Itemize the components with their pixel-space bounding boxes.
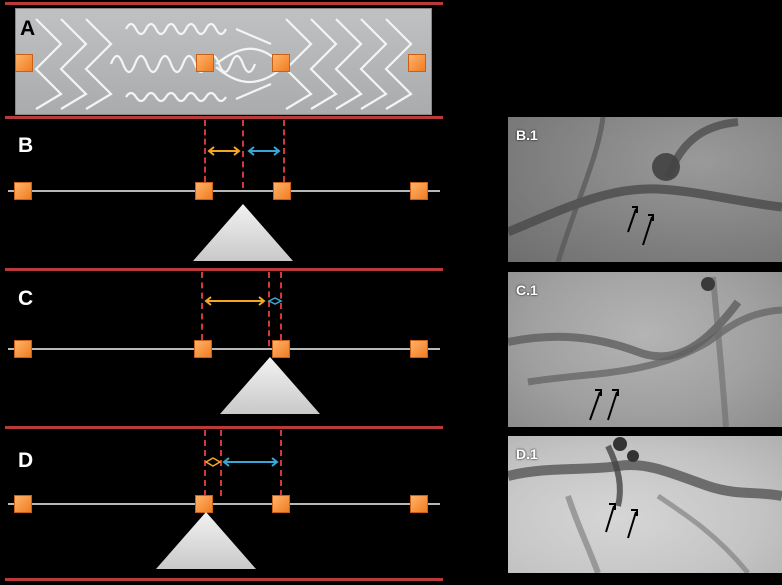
dashed-line-c-1 [201,272,203,340]
separator-c-d [5,426,443,429]
dashed-line-c-3 [280,272,282,340]
marker-d-3 [272,495,290,513]
separator-b-c [5,268,443,271]
angiogram-b1: B.1 [508,117,782,262]
rail-d [8,503,440,505]
dashed-line-b-3 [283,120,285,182]
photo-b1-label: B.1 [516,127,538,143]
marker-b-4 [410,182,428,200]
dashed-line-d-2 [220,430,222,496]
marker-d-4 [410,495,428,513]
branch-triangle-d [156,512,256,569]
dashed-line-b-2 [242,120,244,188]
marker-c-3 [272,340,290,358]
photo-c1-label: C.1 [516,282,538,298]
dashed-line-c-2 [268,272,270,346]
angiogram-d1: D.1 [508,436,782,573]
angiogram-c1: C.1 [508,272,782,427]
separator-a-b [5,116,443,119]
dashed-line-d-1 [204,430,206,496]
vessel-drawing-c1 [508,276,782,427]
dashed-line-d-3 [280,430,282,496]
branch-triangle-c [220,357,320,414]
branch-triangle-b [193,204,293,261]
marker-c-2 [194,340,212,358]
separator-top [5,2,443,5]
rail-b [8,190,440,192]
dashed-line-b-1 [204,120,206,182]
marker-b-1 [14,182,32,200]
rail-c [8,348,440,350]
marker-a-1 [15,54,33,72]
separator-bottom [5,578,443,581]
marker-c-1 [14,340,32,358]
marker-d-2 [195,495,213,513]
vessel-drawing-d1 [508,437,782,573]
marker-c-4 [410,340,428,358]
marker-b-3 [273,182,291,200]
panel-a-label: A [20,17,36,40]
marker-b-2 [195,182,213,200]
vessel-drawing-b1 [508,117,782,262]
marker-d-1 [14,495,32,513]
panel-d-label: D [18,449,34,472]
panel-b-label: B [18,134,34,157]
stent-image-panel [15,8,432,115]
marker-a-4 [408,54,426,72]
marker-a-3 [272,54,290,72]
photo-d1-label: D.1 [516,446,538,462]
marker-a-2 [196,54,214,72]
panel-c-label: C [18,287,34,310]
